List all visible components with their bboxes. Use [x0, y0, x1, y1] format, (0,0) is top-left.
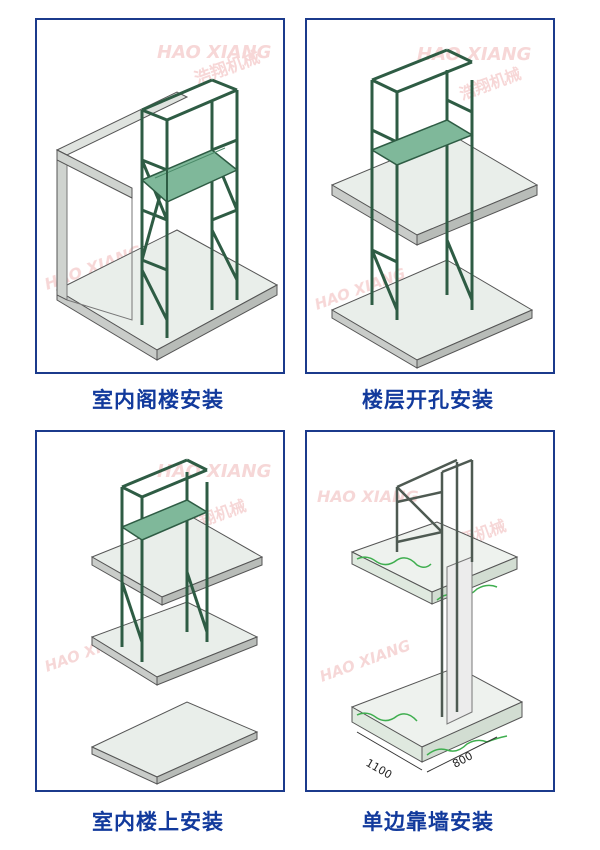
lower-floor-slab — [330, 259, 534, 361]
dimension-depth-label: 1100 — [364, 756, 395, 781]
wall-mounted-install-diagram: HAO XIANG 浩翔机械 HAO XIANG — [317, 458, 524, 782]
watermark-brand-text: HAO XIANG — [157, 42, 271, 63]
lift-platform — [120, 499, 209, 541]
watermark-cn-text: 浩翔机械 — [457, 64, 524, 104]
upstairs-install-diagram: HAO XIANG 浩翔机械 HAO XIANG — [42, 458, 271, 785]
watermark-brand-text: HAO XIANG — [317, 487, 419, 506]
watermark-brand-text-2: HAO XIANG — [317, 636, 413, 686]
panel-floor-opening-install: HAO XIANG 浩翔机械 HAO XIANG — [305, 18, 555, 374]
middle-floor-slab — [90, 601, 259, 678]
lift-frame — [370, 48, 474, 320]
panel-attic-install: HAO XIANG 浩翔机械 HAO XIANG — [35, 18, 285, 374]
attic-install-diagram: HAO XIANG 浩翔机械 HAO XIANG — [42, 42, 279, 361]
lift-frame — [120, 458, 209, 662]
caption-upstairs-install: 室内楼上安装 — [92, 810, 224, 834]
caption-wall-mounted-install: 单边靠墙安装 — [362, 810, 494, 834]
lift-platform — [370, 119, 474, 166]
upper-floor-slab — [90, 516, 264, 598]
caption-floor-opening-install: 楼层开孔安装 — [362, 388, 494, 412]
caption-attic-install: 室内阁楼安装 — [92, 388, 224, 412]
dimension-width-label: 800 — [450, 749, 475, 770]
floor-opening-install-diagram: HAO XIANG 浩翔机械 HAO XIANG — [312, 44, 539, 369]
panel-wall-mounted-install: HAO XIANG 浩翔机械 HAO XIANG — [305, 430, 555, 792]
panel-upstairs-install: HAO XIANG 浩翔机械 HAO XIANG — [35, 430, 285, 792]
dimension-lines — [356, 731, 498, 773]
lift-platform — [140, 149, 239, 203]
lift-frame — [395, 458, 474, 717]
wall — [446, 556, 473, 725]
